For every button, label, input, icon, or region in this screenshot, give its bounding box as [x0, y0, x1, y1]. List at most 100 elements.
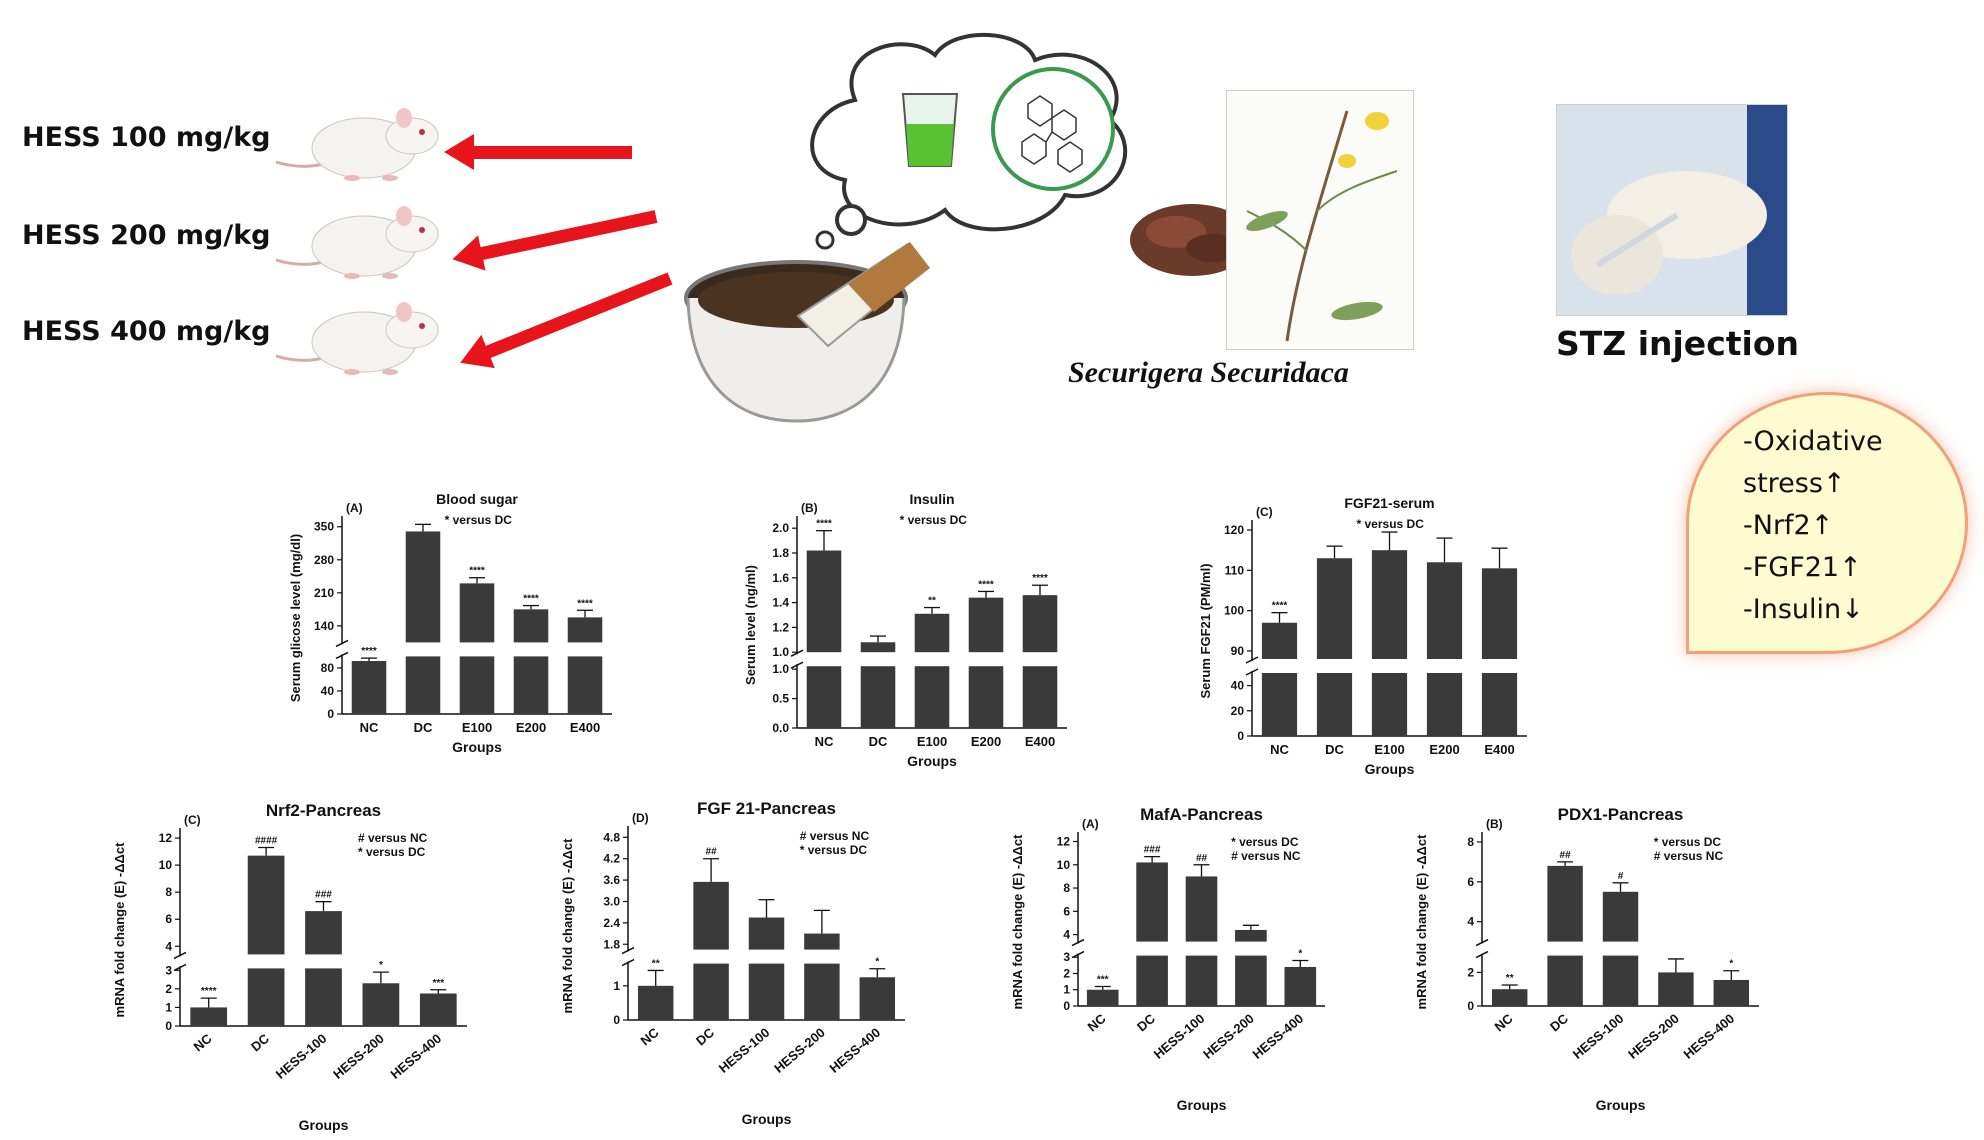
significance-label: ### — [1144, 845, 1161, 856]
y-tick-label: 2.4 — [603, 916, 620, 930]
y-tick-label: 6 — [165, 912, 172, 926]
effects-callout: -Oxidative stress↑ -Nrf2↑ -FGF21↑ -Insul… — [1686, 392, 1968, 654]
bar — [693, 963, 729, 1020]
bar — [1185, 955, 1218, 1006]
significance-label: * — [875, 957, 879, 968]
axis-break — [790, 661, 804, 669]
y-tick-label: 0 — [165, 1019, 172, 1033]
y-tick-label: 4.2 — [603, 852, 620, 866]
x-tick-label: HESS-100 — [1151, 1011, 1208, 1062]
y-tick-label: 1.0 — [772, 645, 789, 659]
y-tick-label: 4 — [1063, 928, 1070, 942]
significance-label: ** — [652, 958, 660, 969]
significance-label: * — [1298, 948, 1302, 959]
axis-break — [173, 951, 187, 960]
bar — [860, 666, 896, 728]
significance-label: ### — [315, 890, 332, 901]
x-tick-label: E100 — [917, 734, 947, 749]
x-tick-label: E400 — [1484, 742, 1514, 757]
bar — [1316, 673, 1353, 736]
x-tick-label: HESS-400 — [1681, 1011, 1738, 1062]
axis-break — [1071, 938, 1085, 947]
significance-note: * versus DC — [1654, 835, 1722, 849]
bar — [247, 968, 285, 1026]
bar — [1658, 972, 1694, 1006]
axis-break — [1245, 656, 1259, 664]
y-tick-label: 10 — [159, 858, 173, 872]
significance-note: # versus NC — [1231, 849, 1301, 863]
bar — [1185, 876, 1218, 942]
significance-label: ## — [706, 847, 718, 858]
significance-label: ** — [1506, 973, 1514, 984]
chart-title: FGF 21-Pancreas — [697, 799, 836, 818]
y-tick-label: 280 — [314, 553, 334, 567]
y-tick-label: 0.5 — [772, 692, 789, 706]
mortar-pestle-image — [684, 242, 930, 423]
y-axis-label: mRNA fold change (E) -ΔΔct — [112, 842, 127, 1018]
y-tick-label: 210 — [314, 586, 334, 600]
bar — [1136, 862, 1168, 942]
x-axis-label: Groups — [452, 739, 502, 755]
bar — [1261, 673, 1298, 736]
y-tick-label: 1 — [165, 1000, 172, 1014]
x-tick-label: DC — [693, 1024, 717, 1048]
y-tick-label: 0 — [1467, 999, 1474, 1013]
bar — [1261, 622, 1298, 659]
bar — [305, 968, 342, 1026]
x-tick-label: NC — [1085, 1010, 1109, 1034]
x-axis-label: Groups — [1177, 1097, 1227, 1113]
y-tick-label: 1 — [613, 979, 620, 993]
y-tick-label: 2 — [1467, 965, 1474, 979]
x-tick-label: HESS-100 — [716, 1025, 773, 1076]
panel-label: (D) — [632, 811, 649, 825]
y-tick-label: 120 — [1224, 523, 1244, 537]
x-tick-label: NC — [638, 1024, 662, 1048]
x-tick-label: DC — [869, 734, 888, 749]
dose-arrow — [482, 272, 673, 360]
y-axis-label: mRNA fold change (E) -ΔΔct — [1414, 834, 1429, 1010]
significance-note: * versus DC — [358, 845, 426, 859]
y-tick-label: 0 — [327, 707, 334, 721]
x-tick-label: DC — [414, 720, 433, 735]
x-tick-label: DC — [1547, 1010, 1571, 1034]
bar — [513, 609, 549, 643]
x-tick-label: DC — [1134, 1010, 1158, 1034]
bar — [968, 597, 1004, 653]
x-tick-label: HESS-200 — [1625, 1011, 1682, 1062]
y-axis-label: mRNA fold change (E) -ΔΔct — [1010, 834, 1025, 1010]
bar — [1022, 666, 1058, 728]
y-tick-label: 350 — [314, 520, 334, 534]
bar — [914, 613, 950, 653]
y-tick-label: 4 — [165, 939, 172, 953]
y-tick-label: 1.8 — [603, 937, 620, 951]
bar — [362, 983, 400, 1026]
significance-note: * versus DC — [1357, 517, 1425, 531]
significance-label: **** — [361, 646, 377, 657]
bar — [1547, 955, 1583, 1006]
bar — [513, 656, 549, 714]
y-tick-label: 1.4 — [772, 596, 789, 610]
panel-label: (B) — [1486, 817, 1503, 831]
bar — [1602, 955, 1639, 1006]
bar — [637, 985, 674, 1020]
bar-chart: 02468**NC##DC#HESS-100HESS-200*HESS-400P… — [1414, 805, 1759, 1113]
significance-note: * versus DC — [900, 513, 968, 527]
bar — [247, 855, 285, 955]
y-tick-label: 1.0 — [772, 662, 789, 676]
y-tick-label: 1.2 — [772, 620, 789, 634]
dose-label-100: HESS 100 mg/kg — [22, 122, 271, 153]
seeds-image — [1130, 204, 1254, 276]
y-tick-label: 8 — [165, 885, 172, 899]
rat-image — [275, 302, 439, 375]
effect-item: -Nrf2↑ — [1743, 510, 1834, 541]
dose-label-200: HESS 200 mg/kg — [22, 220, 271, 251]
bar — [1602, 891, 1639, 942]
y-tick-label: 4 — [1467, 915, 1474, 929]
bar — [419, 993, 457, 1026]
significance-label: **** — [201, 986, 217, 997]
y-tick-label: 0.0 — [772, 721, 789, 735]
significance-note: # versus NC — [800, 829, 870, 843]
